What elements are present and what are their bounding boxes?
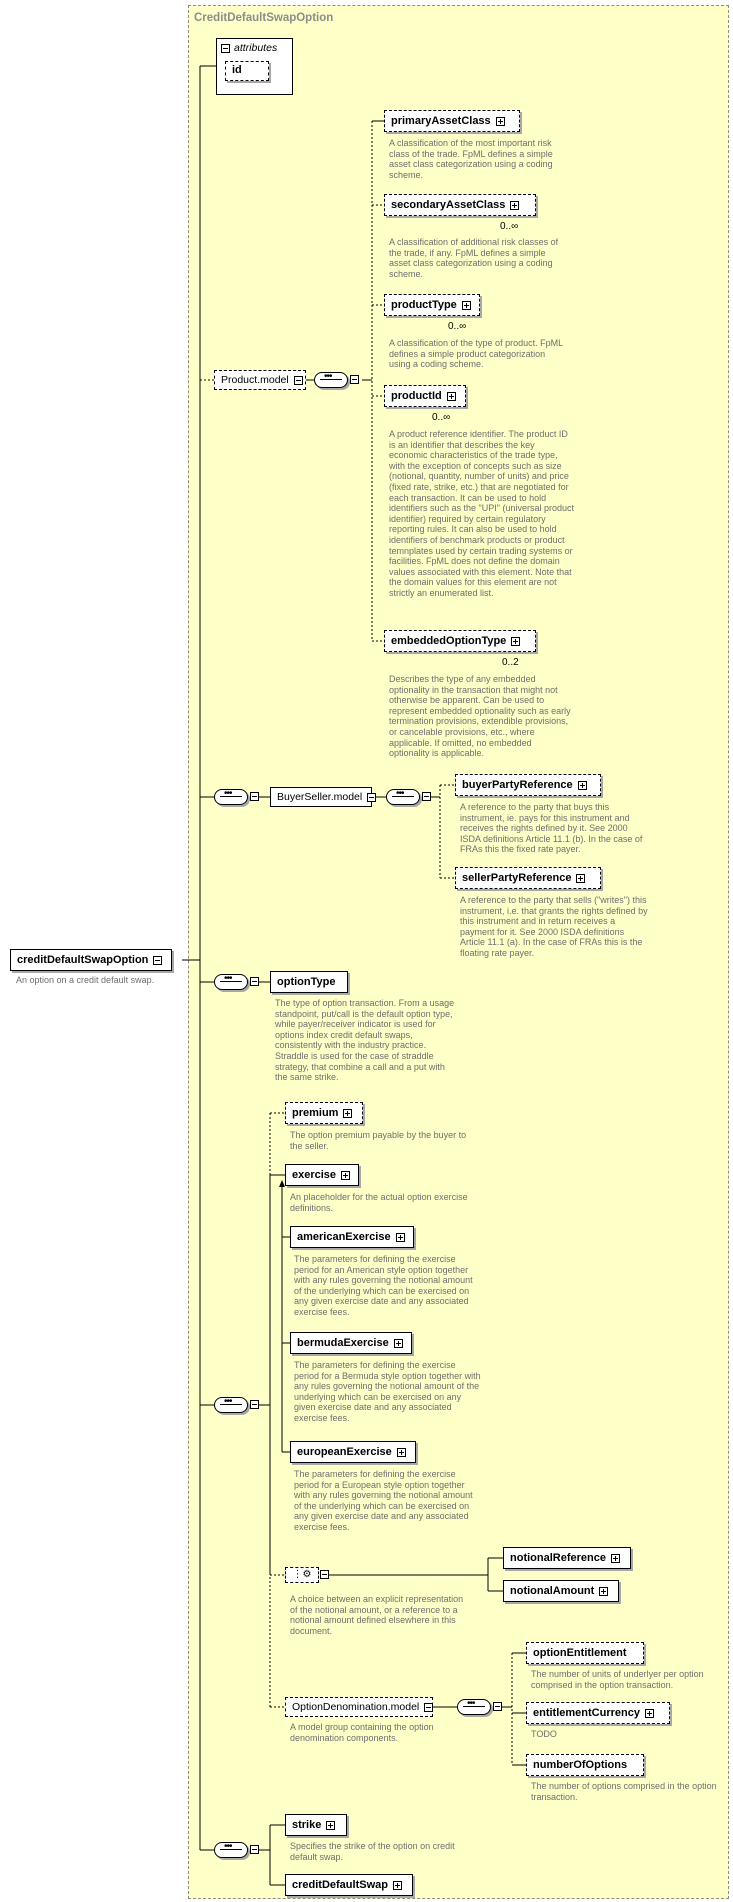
multiplicity: 0..∞ [448, 321, 467, 332]
multiplicity: 0..2 [502, 657, 519, 668]
element-strike[interactable]: strike [285, 1814, 347, 1836]
element-description: A classification of the most important r… [389, 138, 553, 180]
element-description: A classification of additional risk clas… [389, 237, 559, 279]
collapse-icon[interactable] [250, 792, 259, 801]
attributes-box: attributes id [216, 38, 293, 95]
element-description: The option premium payable by the buyer … [290, 1130, 467, 1151]
expand-icon[interactable] [446, 391, 456, 401]
attribute-id[interactable]: id [225, 61, 269, 81]
collapse-icon[interactable] [320, 1570, 329, 1579]
element-creditDefaultSwap[interactable]: creditDefaultSwap [285, 1874, 413, 1896]
expand-icon[interactable] [495, 116, 505, 126]
expand-icon[interactable] [395, 1232, 405, 1242]
root-element-description: An option on a credit default swap. [16, 975, 155, 985]
expand-icon[interactable] [610, 1553, 620, 1563]
element-embeddedOptionType[interactable]: embeddedOptionType [384, 630, 536, 652]
attributes-header[interactable]: attributes [221, 42, 277, 54]
expand-icon[interactable] [343, 1108, 353, 1118]
root-element-label: creditDefaultSwapOption [17, 954, 149, 966]
element-primaryAssetClass[interactable]: primaryAssetClass [384, 110, 520, 132]
collapse-icon[interactable] [493, 1702, 502, 1711]
sequence-compositor-optiondenomination[interactable] [457, 1698, 491, 1715]
element-europeanExercise[interactable]: europeanExercise [290, 1441, 416, 1463]
expand-icon[interactable] [644, 1708, 654, 1718]
element-description: The number of options comprised in the o… [531, 1781, 717, 1802]
sequence-compositor-optionbase[interactable] [214, 1396, 248, 1413]
element-description: TODO [531, 1729, 557, 1739]
sequence-compositor-buyerseller[interactable] [386, 788, 420, 805]
sequence-compositor-optiontype[interactable] [214, 973, 248, 990]
sequence-compositor-buyerseller-outer[interactable] [214, 788, 248, 805]
element-optionEntitlement[interactable]: optionEntitlement [526, 1642, 644, 1664]
element-premium[interactable]: premium [285, 1102, 363, 1124]
collapse-icon[interactable] [367, 792, 377, 802]
complex-type-frame [188, 5, 729, 1899]
expand-icon[interactable] [599, 1586, 609, 1596]
group-product-model[interactable]: Product.model [214, 370, 306, 390]
root-element-creditDefaultSwapOption[interactable]: creditDefaultSwapOption [10, 949, 172, 971]
collapse-icon[interactable] [250, 1400, 259, 1409]
element-notionalReference[interactable]: notionalReference [503, 1547, 631, 1569]
expand-icon[interactable] [576, 873, 586, 883]
element-description: The number of units of underlyer per opt… [531, 1669, 704, 1690]
element-productType[interactable]: productType [384, 294, 480, 316]
expand-icon[interactable] [461, 300, 471, 310]
expand-icon[interactable] [511, 636, 521, 646]
collapse-icon[interactable] [250, 1845, 259, 1854]
element-bermudaExercise[interactable]: bermudaExercise [290, 1332, 412, 1354]
expand-icon[interactable] [326, 1820, 336, 1830]
element-americanExercise[interactable]: americanExercise [290, 1226, 414, 1248]
expand-icon[interactable] [392, 1880, 402, 1890]
expand-icon[interactable] [577, 780, 587, 790]
element-numberOfOptions[interactable]: numberOfOptions [526, 1754, 644, 1776]
element-description: The parameters for defining the exercise… [294, 1360, 481, 1423]
element-optionType[interactable]: optionType [270, 971, 348, 993]
collapse-icon[interactable] [293, 375, 303, 385]
attributes-label: attributes [234, 42, 278, 54]
group-buyerseller-model[interactable]: BuyerSeller.model [270, 787, 377, 807]
collapse-icon[interactable] [153, 955, 163, 965]
element-description: The parameters for defining the exercise… [294, 1469, 473, 1532]
element-secondaryAssetClass[interactable]: secondaryAssetClass [384, 194, 536, 216]
element-productId[interactable]: productId [384, 385, 466, 407]
element-buyerPartyReference[interactable]: buyerPartyReference [455, 774, 601, 796]
choice-compositor[interactable]: ⋮⚙ [285, 1567, 319, 1583]
multiplicity: 0..∞ [432, 412, 451, 423]
element-entitlementCurrency[interactable]: entitlementCurrency [526, 1702, 670, 1724]
expand-icon[interactable] [393, 1338, 403, 1348]
collapse-icon[interactable] [221, 43, 230, 53]
element-description: An placeholder for the actual option exe… [290, 1192, 468, 1213]
choice-description: A choice between an explicit representat… [290, 1594, 464, 1636]
expand-icon[interactable] [341, 1170, 351, 1180]
collapse-icon[interactable] [350, 375, 359, 384]
expand-icon[interactable] [510, 200, 520, 210]
sequence-compositor-product[interactable] [314, 371, 348, 388]
element-description: The parameters for defining the exercise… [294, 1254, 473, 1317]
element-sellerPartyReference[interactable]: sellerPartyReference [455, 867, 601, 889]
element-description: Describes the type of any embedded optio… [389, 674, 571, 759]
element-description: Specifies the strike of the option on cr… [290, 1841, 455, 1862]
group-description: A model group containing the option deno… [290, 1722, 434, 1743]
sequence-compositor-strike[interactable] [214, 1841, 248, 1858]
element-description: A reference to the party that sells ("wr… [460, 895, 648, 958]
element-notionalAmount[interactable]: notionalAmount [503, 1580, 619, 1602]
element-description: A classification of the type of product.… [389, 338, 563, 370]
group-optiondenomination-model[interactable]: OptionDenomination.model [285, 1697, 434, 1717]
attribute-id-label: id [232, 64, 242, 76]
expand-icon[interactable] [396, 1447, 406, 1457]
element-description: A reference to the party that buys this … [460, 802, 643, 855]
collapse-icon[interactable] [424, 1702, 434, 1712]
element-exercise[interactable]: exercise [285, 1164, 359, 1186]
complex-type-title: CreditDefaultSwapOption [194, 12, 334, 24]
collapse-icon[interactable] [422, 792, 431, 801]
collapse-icon[interactable] [250, 977, 259, 986]
element-description: The type of option transaction. From a u… [275, 998, 455, 1083]
multiplicity: 0..∞ [500, 221, 519, 232]
element-description: A product reference identifier. The prod… [389, 429, 574, 598]
